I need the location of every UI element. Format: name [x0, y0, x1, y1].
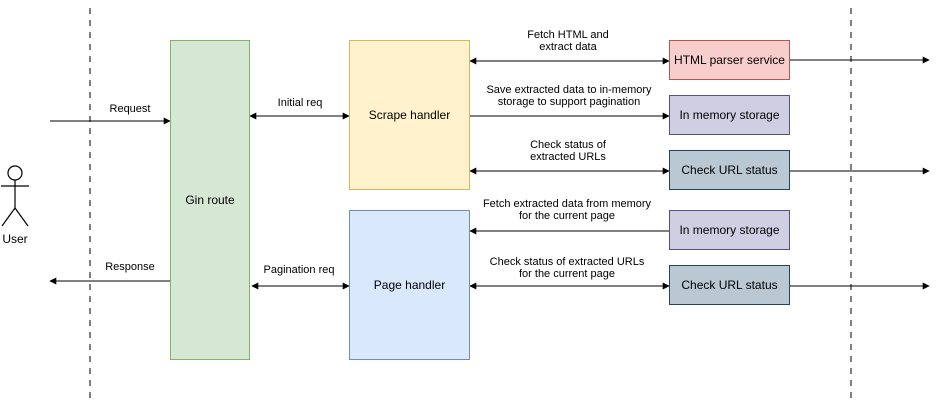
- memory-storage-node: In memory storage: [669, 210, 790, 250]
- user-actor-icon: [1, 165, 29, 227]
- check-url-node: Check URL status: [669, 265, 790, 305]
- check-url-label: Check URL status: [681, 278, 778, 292]
- response-label: Response: [105, 261, 155, 273]
- fetch-html-label-line1: Fetch HTML and: [527, 29, 609, 41]
- fetch-html-label-line2: extract data: [539, 41, 597, 53]
- scrape-handler-label: Scrape handler: [368, 108, 451, 122]
- check-url-node: Check URL status: [669, 150, 790, 190]
- check-page-label-line1: Check status of extracted URLs: [489, 256, 645, 268]
- check-url-label: Check URL status: [681, 163, 778, 177]
- gin-route-label: Gin route: [185, 193, 235, 207]
- check-page-label-line2: for the current page: [518, 268, 616, 280]
- check-status-label-line2: extracted URLs: [530, 151, 606, 163]
- request-label: Request: [109, 103, 151, 115]
- fetch-memory-label-line2: for the current page: [518, 210, 616, 222]
- save-data-label-line1: Save extracted data to in-memory: [486, 84, 652, 96]
- save-data-label-line2: storage to support pagination: [497, 96, 641, 108]
- page-handler-label: Page handler: [373, 278, 446, 292]
- fetch-memory-label-line1: Fetch extracted data from memory: [482, 198, 652, 210]
- initial-req-label: Initial req: [277, 97, 323, 109]
- gin-route-node: Gin route: [170, 40, 250, 360]
- html-parser-label: HTML parser service: [674, 53, 785, 67]
- user-label: User: [2, 232, 28, 246]
- scrape-handler-node: Scrape handler: [349, 40, 470, 190]
- check-status-label-line1: Check status of: [530, 139, 606, 151]
- memory-storage-label: In memory storage: [679, 223, 780, 237]
- html-parser-node: HTML parser service: [669, 40, 790, 80]
- page-handler-node: Page handler: [349, 210, 470, 360]
- memory-storage-label: In memory storage: [679, 108, 780, 122]
- memory-storage-node: In memory storage: [669, 95, 790, 135]
- pagination-req-label: Pagination req: [263, 264, 335, 276]
